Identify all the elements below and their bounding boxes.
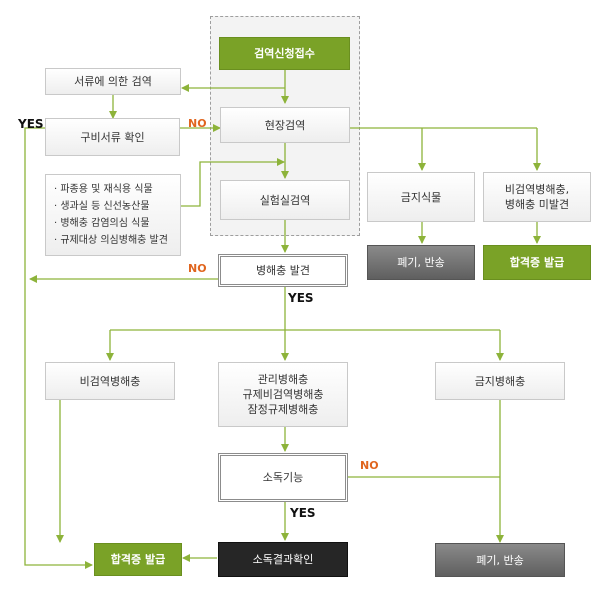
document-inspection-node: 서류에 의한 검역	[45, 68, 181, 95]
certificate-top-node: 합격증 발급	[483, 245, 591, 280]
prohibited-pest-node: 금지병해충	[435, 362, 565, 400]
disinfection-result-node: 소독결과확인	[218, 542, 348, 577]
document-check-node: 구비서류 확인	[45, 118, 180, 156]
criteria-item: 병해충 감염의심 식물	[54, 215, 168, 232]
field-inspection-node: 현장검역	[220, 107, 350, 143]
dispose-return-bottom-node: 폐기, 반송	[435, 543, 565, 577]
prohibited-plants-node: 금지식물	[367, 172, 475, 222]
no-label-document: NO	[188, 117, 207, 130]
pest-found-node: 병해충 발견	[218, 254, 348, 287]
yes-label-disinfection: YES	[290, 506, 316, 520]
certificate-bottom-node: 합격증 발급	[94, 543, 182, 576]
yes-label-left: YES	[18, 117, 44, 131]
non-quarantine-line: 병해충 미발견	[504, 198, 570, 211]
criteria-item: 파종용 및 재식용 식물	[54, 181, 168, 198]
lab-inspection-node: 실험실검역	[220, 180, 350, 220]
lab-criteria-list: 파종용 및 재식용 식물 생과실 등 신선농산물 병해충 감염의심 식물 규제대…	[45, 174, 181, 256]
arrow-yes-left-to-cert	[24, 127, 93, 569]
managed-pest-line: 관리병해충	[257, 373, 309, 386]
dispose-return-top-node: 폐기, 반송	[367, 245, 475, 280]
managed-pests-node: 관리병해충 규제비검역병해충 잠정규제병해충	[218, 362, 348, 427]
disinfection-node: 소독기능	[218, 453, 348, 502]
non-quarantine-node: 비검역병해충, 병해충 미발견	[483, 172, 591, 222]
application-node: 검역신청접수	[219, 37, 350, 70]
managed-pest-line: 규제비검역병해충	[242, 388, 324, 401]
managed-pest-line: 잠정규제병해충	[247, 403, 319, 416]
criteria-item: 생과실 등 신선농산물	[54, 198, 168, 215]
arrow-criteria-to-lab	[181, 158, 285, 207]
criteria-item: 규제대상 의심병해충 발견	[54, 232, 168, 249]
no-label-disinfection: NO	[360, 459, 379, 472]
non-quarantine-pest-node: 비검역병해충	[45, 362, 175, 400]
non-quarantine-line: 비검역병해충,	[504, 183, 570, 196]
no-label-pest: NO	[188, 262, 207, 275]
yes-label-pest: YES	[288, 291, 314, 305]
